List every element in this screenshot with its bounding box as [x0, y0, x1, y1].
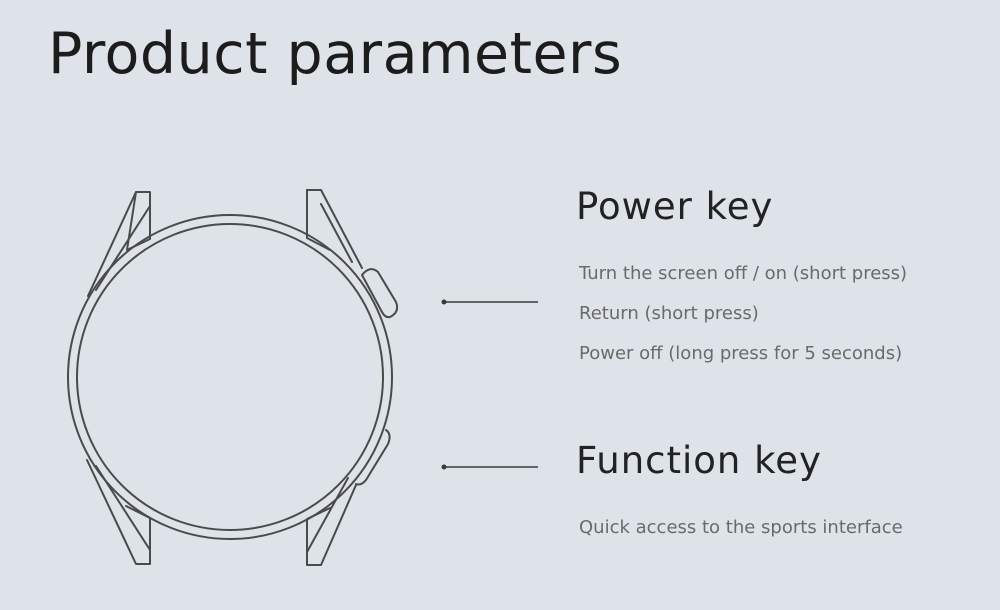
- power-key-desc-1: Turn the screen off / on (short press): [579, 263, 908, 284]
- top-right-lug: [306, 189, 363, 269]
- smartwatch-outline-icon: [67, 189, 399, 566]
- page-title: Product parameters: [48, 21, 623, 87]
- power-key-desc-2: Return (short press): [579, 303, 759, 324]
- function-key-desc-1: Quick access to the sports interface: [579, 517, 903, 538]
- function-key-heading: Function key: [576, 439, 822, 482]
- power-key-heading: Power key: [576, 185, 774, 228]
- function-button: [355, 429, 391, 486]
- watch-screen: [76, 223, 384, 531]
- power-key-desc-3: Power off (long press for 5 seconds): [579, 343, 903, 364]
- watch-case: [67, 214, 393, 540]
- top-left-lug: [87, 191, 151, 297]
- power-button: [361, 268, 399, 319]
